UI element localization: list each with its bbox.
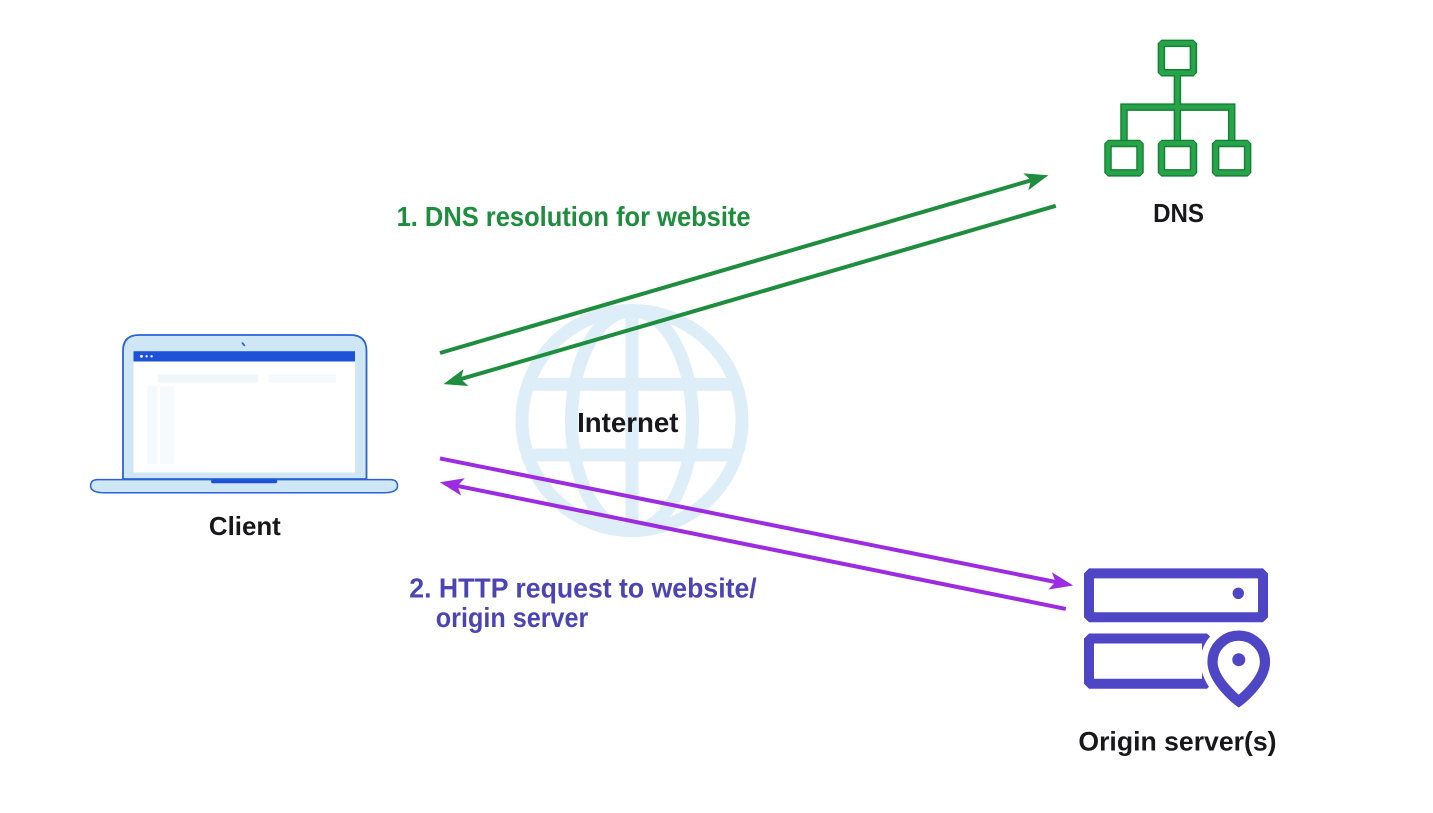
svg-text:Internet: Internet	[577, 407, 678, 438]
svg-text:1. DNS resolution for website: 1. DNS resolution for website	[397, 201, 751, 232]
svg-text:origin server: origin server	[436, 602, 589, 633]
svg-text:Client: Client	[209, 511, 281, 541]
svg-text:DNS: DNS	[1153, 198, 1204, 228]
svg-text:2. HTTP request to website/: 2. HTTP request to website/	[409, 572, 757, 603]
svg-text:Origin server(s): Origin server(s)	[1078, 726, 1276, 756]
